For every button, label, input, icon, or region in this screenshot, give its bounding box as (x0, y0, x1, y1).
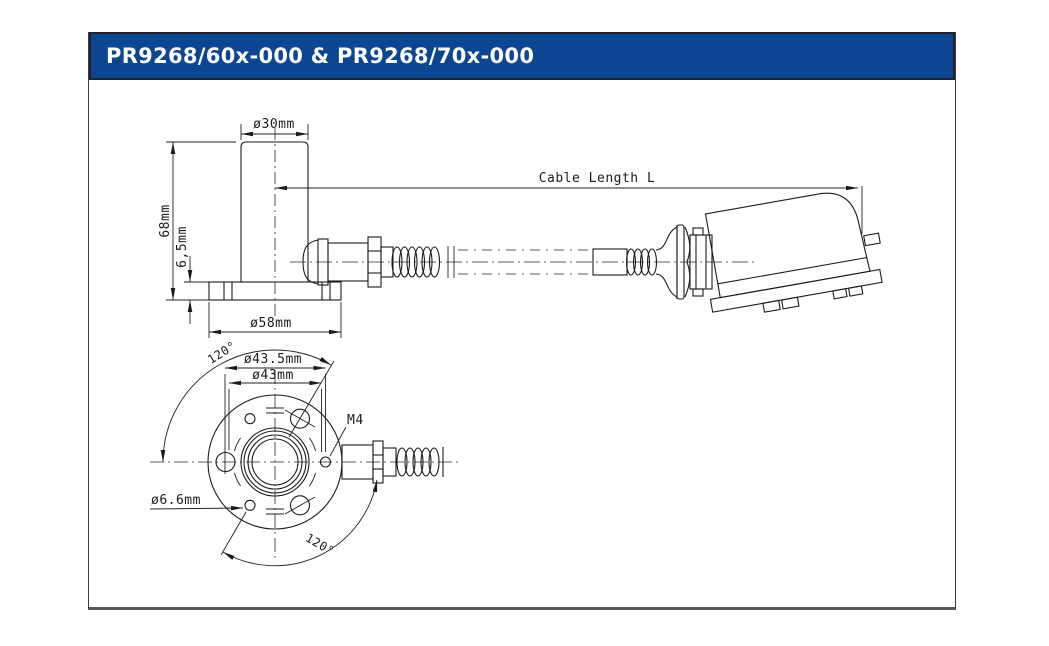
connector-terminal-strip (709, 268, 883, 313)
page-title: PR9268/60x-000 & PR9268/70x-000 (106, 44, 535, 68)
bottom-view: ø43.5mm ø43mm 120° 120° M4 ø6.6mm (149, 338, 458, 567)
dim-hole-diameter: ø6.6mm (151, 493, 201, 508)
side-view: ø30mm 68mm 6,5mm ø58mm Cable Length L (158, 117, 883, 338)
dim-angle-top: 120° (205, 338, 239, 366)
side-view-dimensions: ø30mm 68mm 6,5mm ø58mm Cable Length L (158, 117, 863, 338)
dim-flange-diameter: ø58mm (250, 316, 292, 331)
dim-bolt-circle-outer: ø43.5mm (244, 352, 302, 367)
connector-latch (863, 232, 881, 247)
dim-cable-length: Cable Length L (539, 171, 656, 186)
label-thread-m4: M4 (347, 413, 364, 428)
title-bar: PR9268/60x-000 & PR9268/70x-000 (89, 32, 955, 80)
dim-flange-thickness: 6,5mm (175, 226, 190, 268)
connector-housing (704, 192, 883, 313)
cable-plug-assembly (592, 192, 883, 313)
sensor-flange (208, 281, 342, 301)
dim-bolt-circle-inner: ø43mm (252, 368, 294, 383)
sensor-body-outline (240, 141, 309, 282)
bottom-view-connector (341, 440, 444, 484)
dim-angle-bottom: 120° (303, 531, 337, 559)
sensor-cable-gland (302, 236, 455, 288)
strain-relief-bell (655, 226, 678, 251)
bottom-view-dimensions: ø43.5mm ø43mm 120° 120° M4 ø6.6mm (149, 338, 378, 567)
dim-body-height: 68mm (158, 204, 173, 237)
dim-top-diameter: ø30mm (253, 117, 295, 132)
